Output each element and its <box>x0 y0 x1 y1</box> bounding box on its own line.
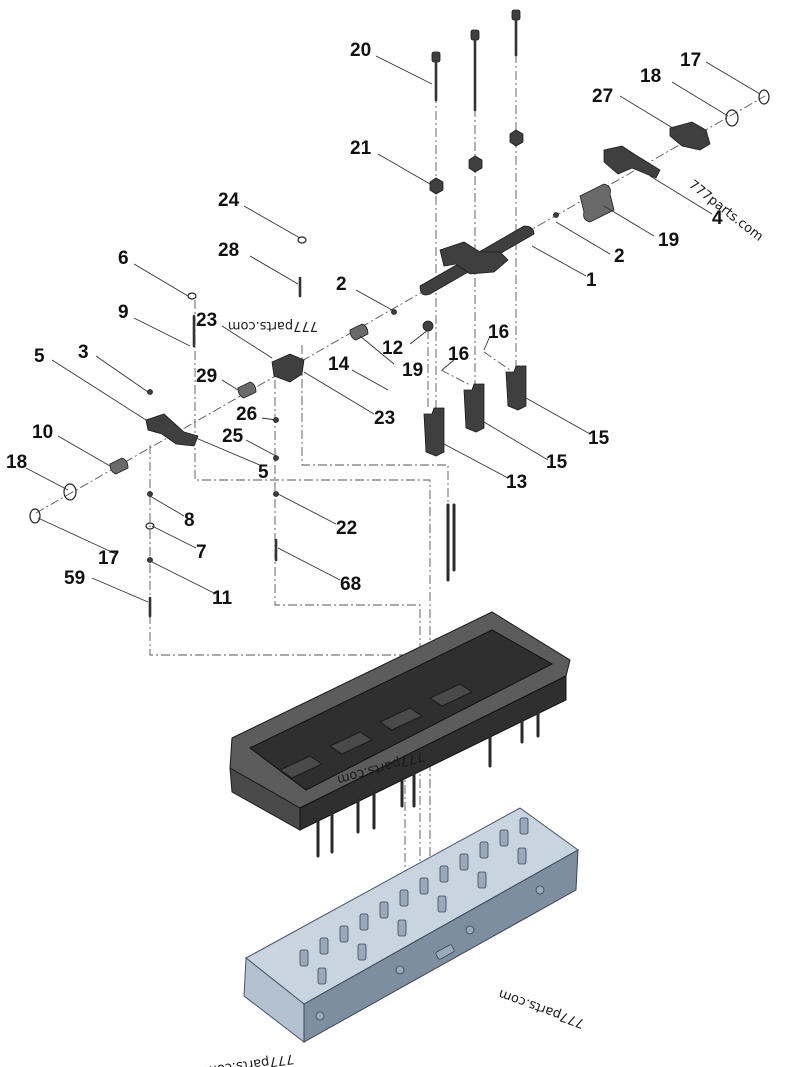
callout-27: 27 <box>592 86 613 107</box>
callout-18-left: 18 <box>6 452 27 473</box>
callout-16-right: 16 <box>488 322 509 343</box>
rocker-carrier <box>229 611 571 858</box>
bolt-long-b <box>470 29 480 112</box>
cylinder-head <box>243 807 579 1044</box>
exploded-parts <box>29 9 770 618</box>
callout-7: 7 <box>196 542 207 563</box>
callout-17-left: 17 <box>98 548 119 569</box>
callout-14: 14 <box>328 354 350 375</box>
callout-21: 21 <box>350 138 372 159</box>
callout-1: 1 <box>586 270 597 291</box>
callout-15-mid: 15 <box>546 452 568 473</box>
callout-6: 6 <box>118 248 129 269</box>
callout-10: 10 <box>32 422 53 443</box>
callout-15-right: 15 <box>588 428 610 449</box>
callout-4: 4 <box>712 208 723 229</box>
watermark-rotated: 777parts.com <box>686 177 766 244</box>
callout-22: 22 <box>336 518 357 539</box>
callout-23-lower: 23 <box>374 408 395 429</box>
callout-24: 24 <box>218 190 240 211</box>
watermark-bottom-left: 777parts.com <box>204 1051 295 1067</box>
callout-2-mid: 2 <box>336 274 347 295</box>
watermark-upside-down-top: 777parts.com <box>228 318 318 333</box>
valve-springs <box>299 817 529 985</box>
callout-13: 13 <box>506 472 527 493</box>
callout-2-right: 2 <box>614 246 625 267</box>
callout-3: 3 <box>78 342 89 363</box>
leader-lines <box>25 55 761 603</box>
callout-23-upper: 23 <box>196 310 217 331</box>
callout-9: 9 <box>118 302 129 323</box>
bolt-long-c <box>511 9 521 57</box>
callout-17-top: 17 <box>680 50 701 71</box>
callout-11: 11 <box>212 588 233 609</box>
callout-labels: 20 17 18 27 21 24 4 19 28 6 2 1 2 9 23 1… <box>6 40 723 609</box>
callout-28: 28 <box>218 240 239 261</box>
callout-19-mid: 19 <box>402 360 423 381</box>
callout-19-top: 19 <box>658 230 679 251</box>
callout-5-mid: 5 <box>258 462 269 483</box>
callout-29: 29 <box>196 366 217 387</box>
bolt-20 <box>431 51 441 102</box>
callout-59: 59 <box>64 568 85 589</box>
callout-12: 12 <box>382 338 403 359</box>
callout-8: 8 <box>184 510 195 531</box>
callout-16-left: 16 <box>448 344 469 365</box>
callout-20: 20 <box>350 40 371 61</box>
callout-26: 26 <box>236 404 257 425</box>
callout-18-top: 18 <box>640 66 661 87</box>
watermark-bottom-right: 777parts.com <box>497 986 587 1031</box>
callout-5-left: 5 <box>34 346 45 367</box>
callout-25: 25 <box>222 426 244 447</box>
callout-68: 68 <box>340 574 361 595</box>
